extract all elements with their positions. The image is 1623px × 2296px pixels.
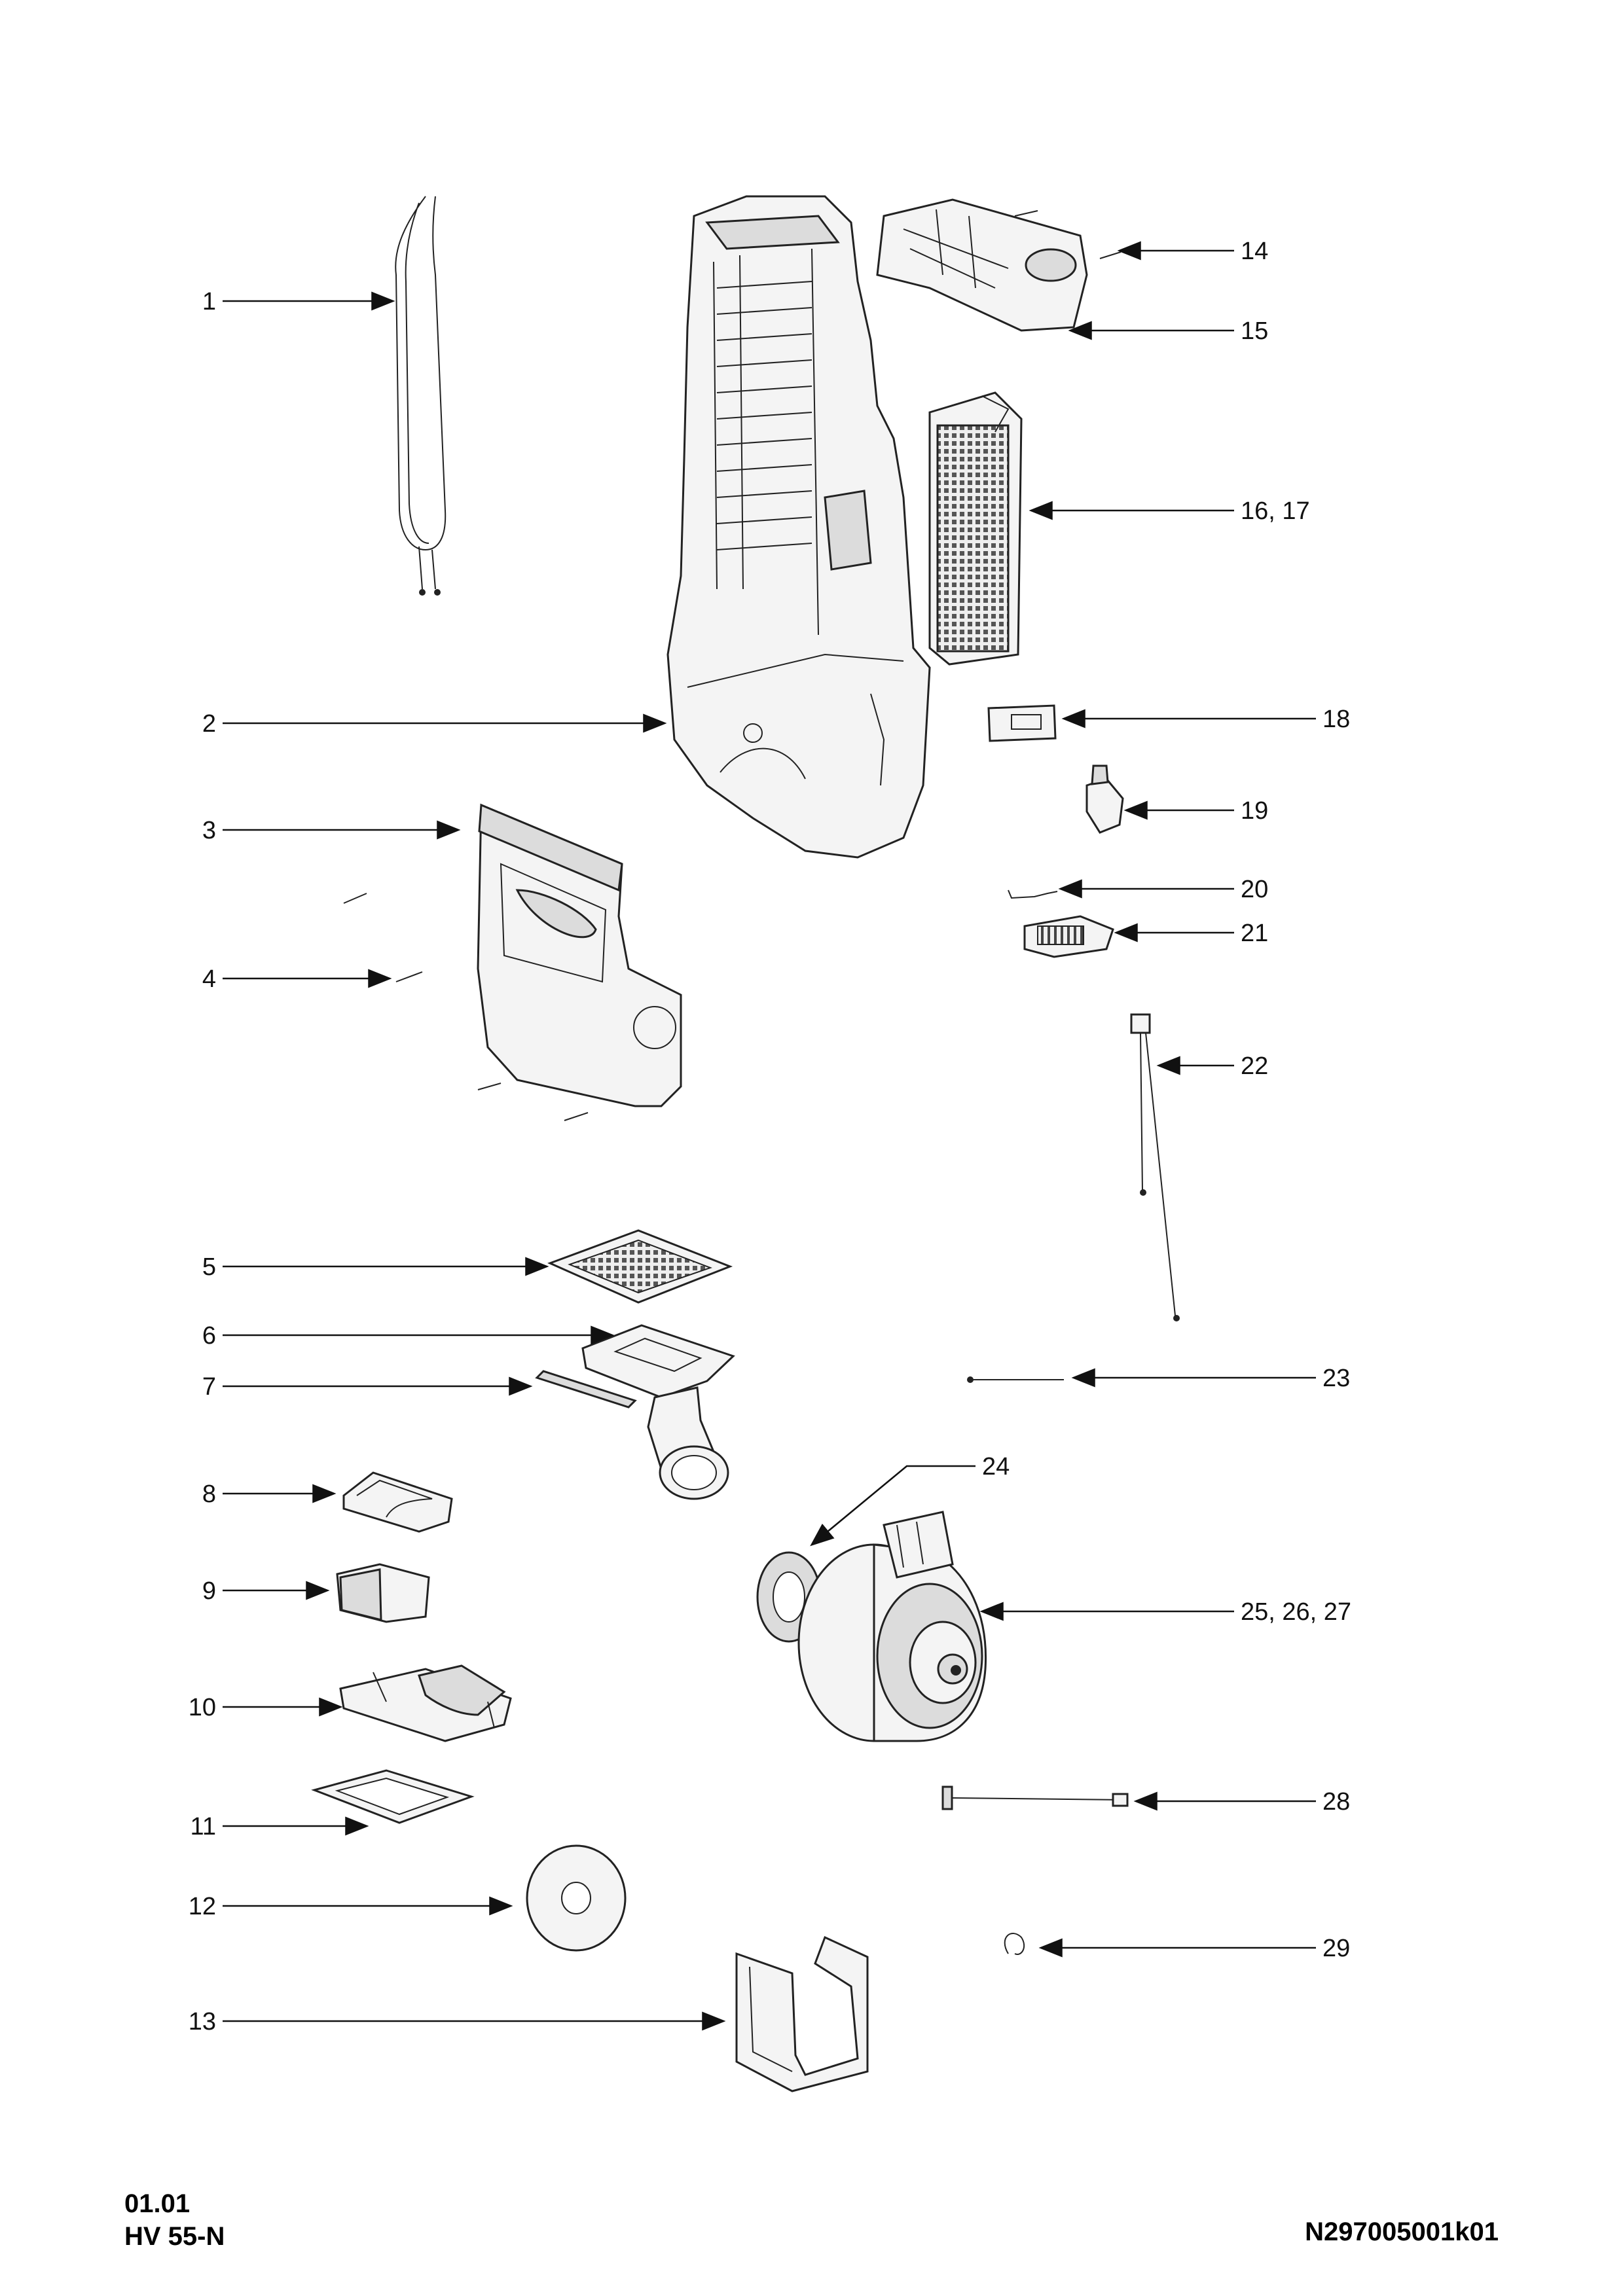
- callout-4: 4: [202, 965, 216, 993]
- part-gasket-frame: [311, 1769, 475, 1824]
- part-screws: [343, 893, 589, 1121]
- part-guide-rod: [535, 1370, 637, 1408]
- callout-2: 2: [202, 710, 216, 738]
- callout-23: 23: [1322, 1365, 1350, 1392]
- part-disc: [526, 1844, 627, 1952]
- part-switch-plate: [1023, 915, 1114, 958]
- callout-20: 20: [1241, 876, 1268, 903]
- callout-11: 11: [191, 1813, 216, 1840]
- part-switch: [1085, 764, 1124, 834]
- callout-19: 19: [1241, 797, 1268, 825]
- callout-25-26-27: 25, 26, 27: [1241, 1598, 1351, 1626]
- part-filter: [928, 391, 1023, 666]
- callout-7: 7: [202, 1373, 216, 1401]
- callout-15: 15: [1241, 317, 1268, 345]
- callout-18: 18: [1322, 706, 1350, 733]
- callout-9: 9: [202, 1577, 216, 1605]
- part-tray: [342, 1471, 453, 1533]
- part-rod: [1130, 1013, 1180, 1321]
- part-handle-bracket: [876, 198, 1088, 332]
- callout-13: 13: [189, 2008, 216, 2036]
- callout-10: 10: [189, 1694, 216, 1721]
- callout-8: 8: [202, 1480, 216, 1508]
- part-cyclone-housing: [581, 1324, 735, 1500]
- footer-date: 01.01: [124, 2189, 191, 2218]
- callout-12: 12: [189, 1893, 216, 1920]
- callout-5: 5: [202, 1253, 216, 1281]
- part-cable: [395, 196, 447, 596]
- part-main-housing: [666, 195, 931, 859]
- part-label-plate: [987, 704, 1057, 742]
- part-bolt: [941, 1785, 1129, 1810]
- callout-24: 24: [982, 1453, 1010, 1480]
- part-motor: [797, 1511, 987, 1742]
- callout-labels: 1 2 3 4 5 6 7 8 9 10 11 12 13 14 15 16, …: [189, 238, 1351, 2036]
- part-wire: [1008, 889, 1058, 899]
- callout-1: 1: [202, 288, 216, 315]
- callout-3: 3: [202, 817, 216, 844]
- part-clip: [1004, 1933, 1025, 1955]
- footer-model: HV 55-N: [124, 2222, 225, 2251]
- part-grille: [547, 1229, 733, 1304]
- part-foam-block: [336, 1563, 430, 1623]
- part-front-cover: [477, 803, 682, 1107]
- callout-28: 28: [1322, 1788, 1350, 1816]
- leader-lines: [223, 241, 1316, 2031]
- callout-22: 22: [1241, 1052, 1268, 1080]
- footer-document-number: N297005001k01: [1305, 2217, 1499, 2246]
- part-u-bracket: [735, 1935, 869, 2092]
- callout-6: 6: [202, 1322, 216, 1350]
- callout-14: 14: [1241, 238, 1268, 265]
- part-frame-plate: [339, 1664, 512, 1742]
- callout-29: 29: [1322, 1935, 1350, 1962]
- callout-21: 21: [1241, 920, 1268, 947]
- callout-16-17: 16, 17: [1241, 497, 1310, 525]
- part-pin: [967, 1376, 1064, 1383]
